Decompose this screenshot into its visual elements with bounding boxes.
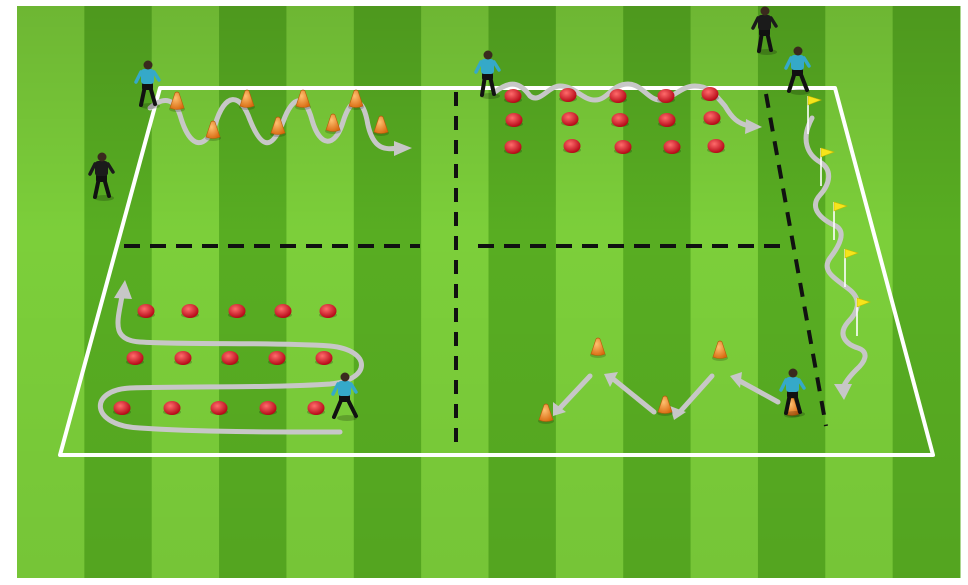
red-marker (319, 304, 337, 318)
player-bottom-right (779, 368, 806, 417)
red-marker (701, 87, 719, 101)
arrowhead-top-left (394, 141, 412, 156)
path-arrowheads (114, 119, 852, 420)
zigzag-path-2 (675, 373, 715, 417)
zigzag-path-1 (735, 377, 781, 405)
red-marker (181, 304, 199, 318)
red-marker (137, 304, 155, 318)
red-marker (563, 139, 581, 153)
cone (325, 113, 341, 134)
red-marker (113, 401, 131, 415)
station-dividers (124, 92, 828, 452)
red-marker (259, 401, 277, 415)
red-marker (268, 351, 286, 365)
red-marker (307, 401, 325, 415)
red-marker (126, 351, 144, 365)
player-top-right (784, 46, 811, 95)
red-marker (703, 111, 721, 125)
red-marker (210, 401, 228, 415)
red-marker (559, 88, 577, 102)
red-marker (221, 351, 239, 365)
red-marker (163, 401, 181, 415)
arrowhead-zigzag-4 (553, 402, 566, 416)
yellow-flag (833, 201, 848, 240)
red-marker (658, 113, 676, 127)
red-marker (611, 113, 629, 127)
cones (169, 89, 800, 424)
movement-paths (98, 81, 868, 435)
cone (712, 340, 728, 361)
cone (657, 395, 673, 416)
red-marker (315, 351, 333, 365)
arrowhead-top-right (745, 119, 762, 134)
red-marker (609, 89, 627, 103)
player-bottom-left (331, 372, 358, 421)
red-marker (614, 140, 632, 154)
coach-left (88, 152, 115, 201)
red-marker (663, 140, 681, 154)
red-marker (228, 304, 246, 318)
flags (807, 95, 871, 336)
vertical-divider-right (764, 93, 828, 427)
cone (239, 89, 255, 110)
cone (205, 120, 221, 141)
coach-top (751, 6, 778, 55)
player-top-center (474, 50, 501, 99)
arrowhead-bottom-left (114, 280, 132, 299)
red-marker (504, 140, 522, 154)
red-marker (707, 139, 725, 153)
cone (270, 116, 286, 137)
red-marker (561, 112, 579, 126)
yellow-flag (820, 147, 835, 186)
zigzag-path-3 (609, 375, 657, 415)
red-markers (113, 87, 725, 415)
pitch-boundary (58, 86, 935, 457)
arrowhead-zigzag-1 (730, 372, 742, 388)
red-marker (657, 89, 675, 103)
red-marker (274, 304, 292, 318)
cone (169, 91, 185, 112)
arrowhead-flags (834, 384, 852, 400)
yellow-flag (856, 297, 871, 336)
cone (373, 115, 389, 136)
weave-path-flags (803, 115, 868, 395)
zigzag-path-4 (557, 373, 593, 411)
red-marker (174, 351, 192, 365)
yellow-flag (807, 95, 822, 134)
slalom-path-bottom-left (98, 293, 364, 435)
arrowhead-zigzag-3 (604, 372, 618, 387)
people (88, 6, 811, 421)
cone (590, 337, 606, 358)
red-marker (505, 113, 523, 127)
cone (538, 403, 554, 424)
red-marker (504, 89, 522, 103)
cone (348, 89, 364, 110)
cone (295, 89, 311, 110)
arrowhead-zigzag-2 (670, 406, 686, 420)
weave-path-top-right (492, 81, 753, 129)
yellow-flag (844, 248, 859, 287)
player-top-left (134, 60, 161, 109)
